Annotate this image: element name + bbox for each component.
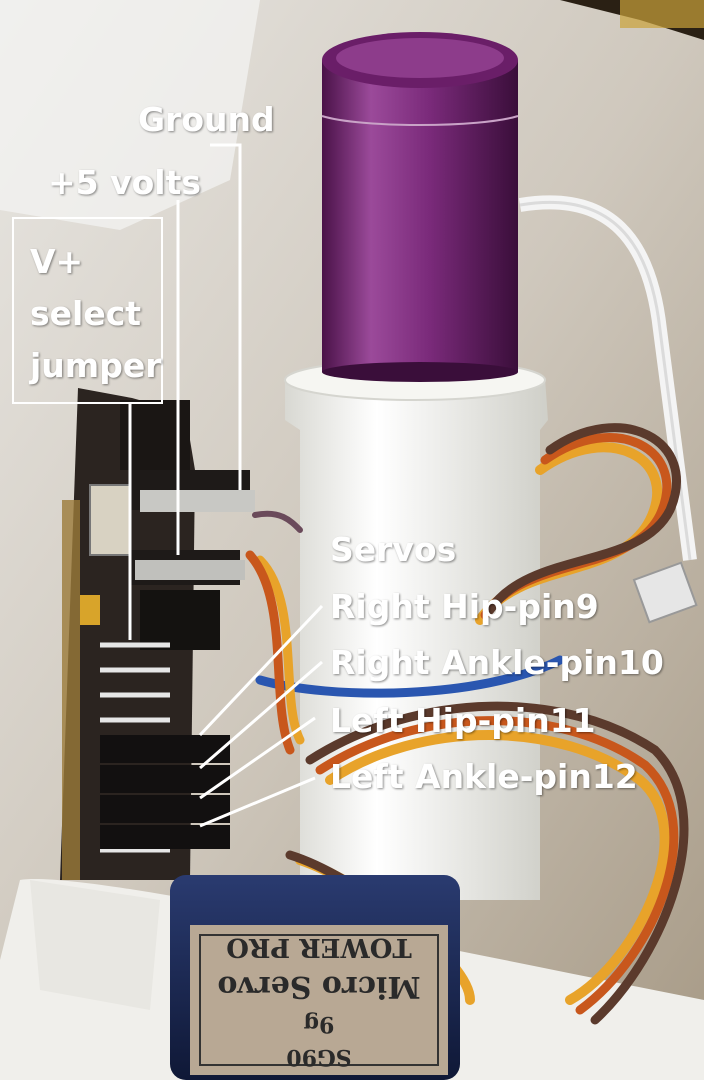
servo-sticker-text: SG90 9g Micro Servo TOWER PRO [190,928,448,1074]
servo-pin-right-hip: Right Hip-pin9 [330,587,599,626]
cloth-texture [0,0,260,230]
plus5-volts-label: +5 volts [48,163,202,202]
servo-pin-right-ankle: Right Ankle-pin10 [330,643,664,682]
jumper-label-line1: V+ [30,242,84,281]
sticker-model: SG90 [286,1044,352,1071]
v-plus-select-jumper-box: V+ select jumper [12,217,163,404]
jumper-label-line2: select [30,294,142,333]
sticker-type: Micro Servo [217,968,421,1004]
micro-servo [170,875,460,1080]
jumper-label-line3: jumper [30,346,162,385]
controller-board [60,388,255,880]
servo-pin-left-hip: Left Hip-pin11 [330,701,596,740]
battery [322,60,518,372]
sticker-brand: TOWER PRO [226,931,412,962]
sticker-weight: 9g [303,1011,335,1038]
servos-title: Servos [330,530,457,569]
ground-label: Ground [138,100,275,139]
printed-holder [285,364,548,900]
servo-pin-left-ankle: Left Ankle-pin12 [330,757,638,796]
